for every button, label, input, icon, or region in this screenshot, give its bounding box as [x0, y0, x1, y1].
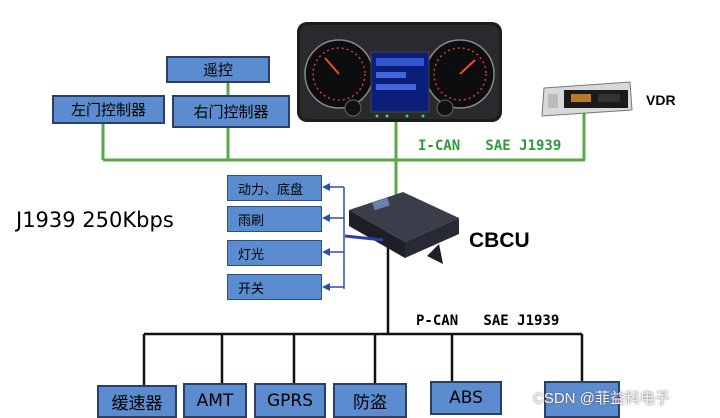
side-box-powertrain-chassis: 动力、底盘 [227, 175, 322, 201]
remote-control-box: 遥控 [166, 56, 270, 83]
left-door-controller-box: 左门控制器 [52, 95, 165, 124]
bottom-box-anti-theft: 防盗 [333, 383, 407, 418]
right-door-controller-box: 右门控制器 [172, 95, 290, 128]
bottom-box-abs: ABS [430, 381, 502, 415]
p-can-label: P-CAN SAE J1939 [416, 313, 560, 329]
bottom-box-gprs: GPRS [254, 383, 326, 418]
vdr-label: VDR [646, 92, 676, 108]
bottom-box-retarder: 缓速器 [97, 385, 177, 418]
bottom-box-unlabeled [544, 381, 620, 418]
instrument-cluster-icon [297, 22, 502, 122]
vdr-device-icon [541, 81, 633, 117]
cbcu-module-icon [344, 192, 459, 264]
side-box-switch: 开关 [227, 274, 322, 300]
side-box-lighting: 灯光 [227, 240, 322, 266]
watermark: CSDN @菲益科电子 [533, 390, 670, 407]
cbcu-label: CBCU [469, 229, 530, 252]
i-can-label: I-CAN SAE J1939 [418, 138, 562, 154]
baud-rate-label: J1939 250Kbps [16, 208, 174, 232]
bottom-box-amt: AMT [183, 383, 247, 418]
side-box-wiper: 雨刷 [227, 206, 322, 232]
